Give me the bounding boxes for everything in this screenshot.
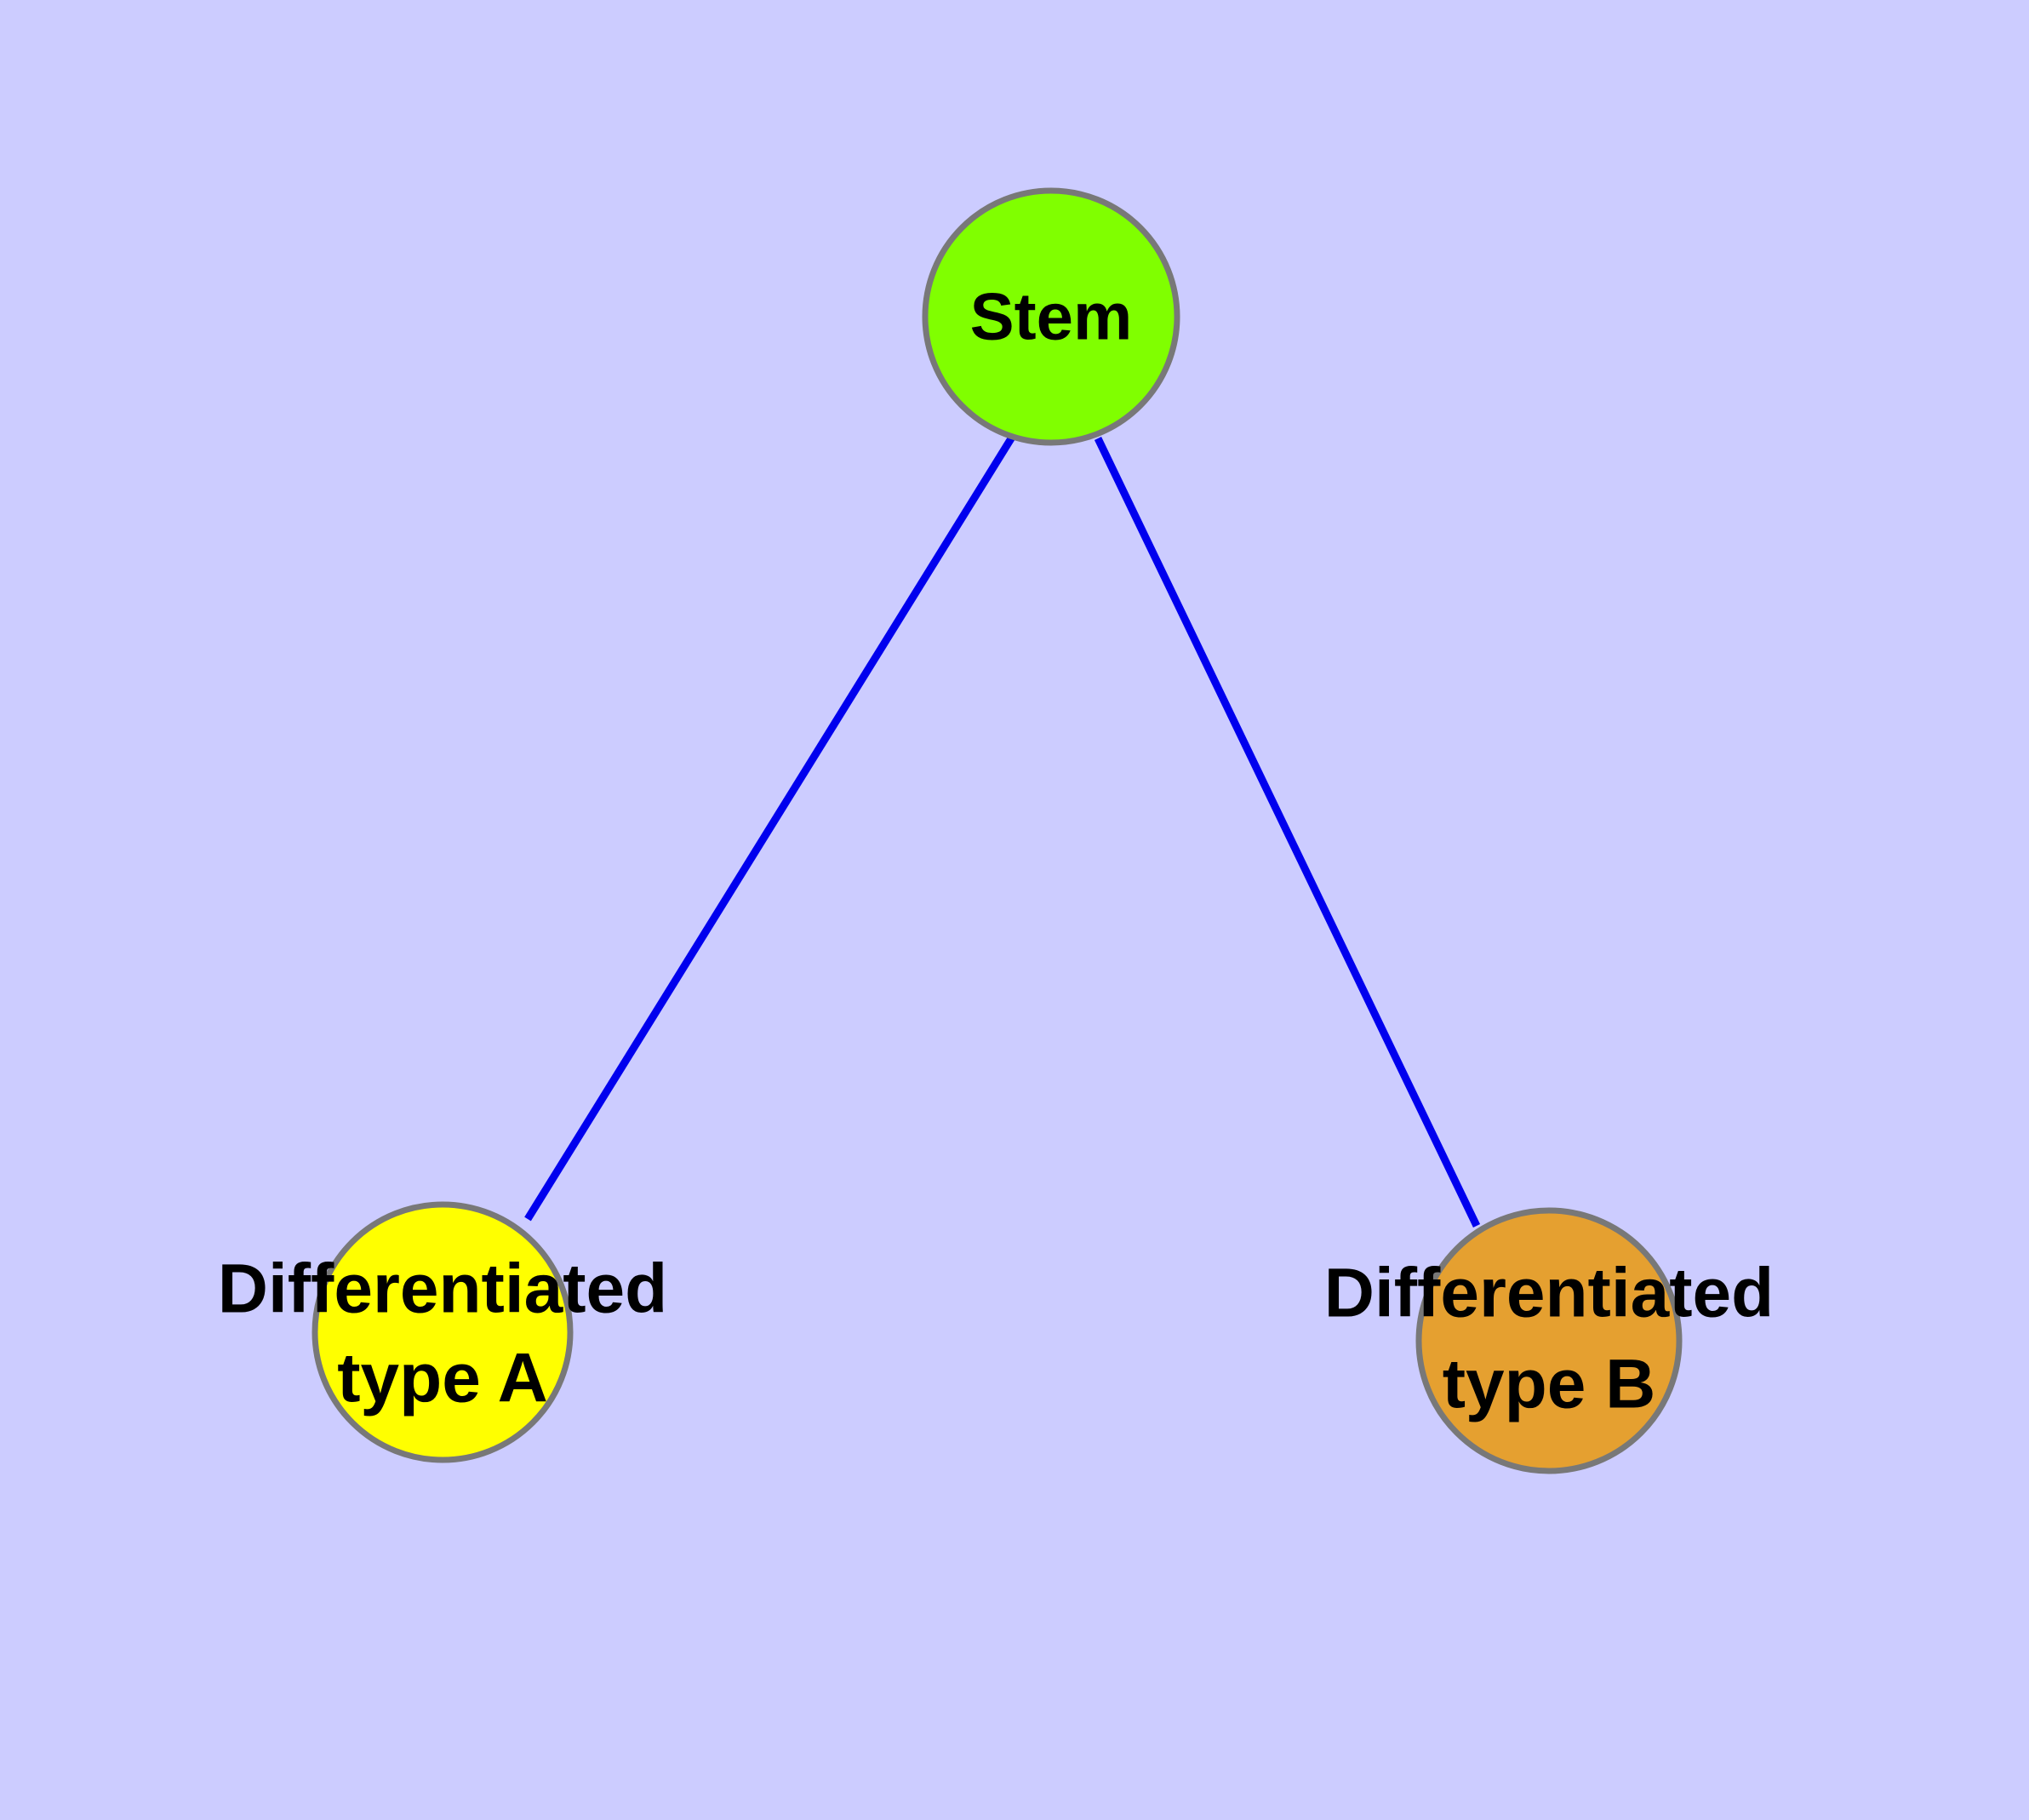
node-differentiated-type-b-label-line2: type B [1443,1346,1656,1423]
edge-stem-to-type-a[interactable] [524,433,1016,1222]
node-stem-label: Stem [970,279,1133,354]
node-differentiated-type-b-circle[interactable] [1415,1207,1683,1474]
node-differentiated-type-a[interactable]: Differentiated type A [218,1201,668,1463]
node-differentiated-type-b[interactable]: Differentiated type B [1324,1207,1775,1474]
edge-layer [524,433,1481,1228]
node-stem-circle[interactable] [922,187,1180,446]
node-differentiated-type-b-label-line1: Differentiated [1324,1255,1775,1332]
edge-stem-to-type-b[interactable] [1094,437,1481,1228]
node-differentiated-type-a-label-line2: type A [337,1340,548,1417]
node-stem[interactable]: Stem [922,187,1180,446]
node-differentiated-type-a-circle[interactable] [311,1201,574,1463]
node-differentiated-type-a-label-line1: Differentiated [218,1251,668,1328]
